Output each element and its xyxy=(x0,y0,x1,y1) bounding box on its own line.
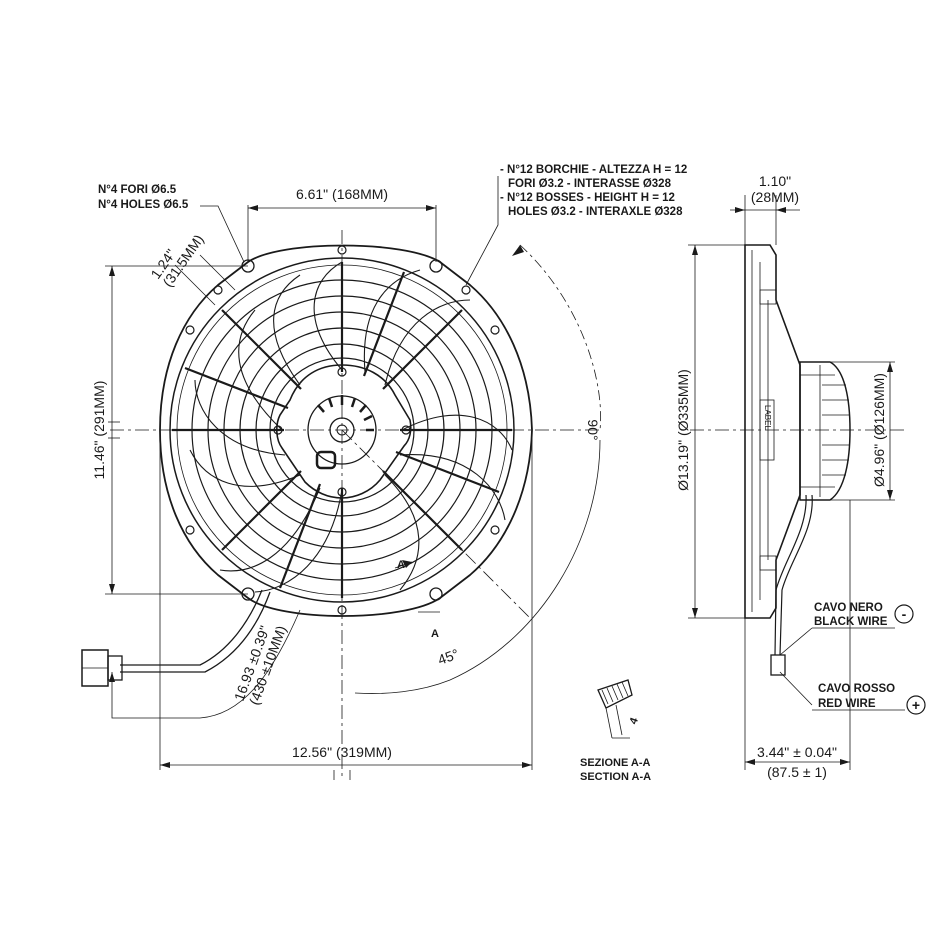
section-mark-a2: A xyxy=(431,628,439,640)
plus-symbol: + xyxy=(912,697,920,713)
section-mark-a: A xyxy=(397,559,405,571)
side-connector xyxy=(770,654,786,676)
holes-note-it: N°4 FORI Ø6.5 xyxy=(98,184,177,196)
side-total-depth-in: 3.44" ± 0.04" xyxy=(757,744,837,760)
side-total-depth-mm: (87.5 ± 1) xyxy=(767,764,827,780)
minus-symbol: - xyxy=(902,606,907,622)
section-label-en: SECTION A-A xyxy=(580,771,651,783)
side-diameter: Ø13.19" (Ø335MM) xyxy=(675,369,691,491)
height-dim: 11.46" (291MM) xyxy=(91,381,107,480)
positive-terminal-icon xyxy=(906,695,926,715)
black-wire-en: BLACK WIRE xyxy=(814,616,888,628)
width-dim: 12.56" (319MM) xyxy=(292,744,392,760)
side-depth-mm: (28MM) xyxy=(751,189,799,205)
svg-text:LABEL: LABEL xyxy=(763,405,772,430)
motor-hub xyxy=(273,364,412,499)
side-motor-diameter: Ø4.96" (Ø126MM) xyxy=(871,373,887,487)
red-wire-it: CAVO ROSSO xyxy=(818,683,895,695)
section-dim: 4 xyxy=(628,715,642,726)
angle-90: 90° xyxy=(585,419,601,440)
bosses-note-it-1: - N°12 BORCHIE - ALTEZZA H = 12 xyxy=(500,164,687,176)
hole-spacing-dim: 6.61" (168MM) xyxy=(296,186,388,202)
power-cable xyxy=(81,589,271,687)
bosses-note-en-2: HOLES Ø3.2 - INTERAXLE Ø328 xyxy=(508,206,683,218)
negative-terminal-icon xyxy=(894,604,914,624)
side-depth-in: 1.10" xyxy=(759,173,791,189)
holes-note-en: N°4 HOLES Ø6.5 xyxy=(98,199,189,211)
bosses-note-it-2: FORI Ø3.2 - INTERASSE Ø328 xyxy=(508,178,672,190)
bosses-note-en-1: - N°12 BOSSES - HEIGHT H = 12 xyxy=(500,192,675,204)
black-wire-it: CAVO NERO xyxy=(814,602,883,614)
side-motor xyxy=(799,361,851,501)
side-shroud xyxy=(744,244,801,619)
red-wire-en: RED WIRE xyxy=(818,698,876,710)
side-view: LABEL 1.10" (28MM) Ø13.19" (Ø335MM) Ø4.9… xyxy=(675,173,926,780)
angle-45: 45° xyxy=(436,646,461,668)
section-view: 4 SEZIONE A-A SECTION A-A xyxy=(580,679,651,783)
front-view: N°4 FORI Ø6.5 N°4 HOLES Ø6.5 - N°12 BORC… xyxy=(81,164,687,780)
outer-ring xyxy=(169,257,515,603)
fan-blades xyxy=(189,261,513,593)
section-label-it: SEZIONE A-A xyxy=(580,757,651,769)
